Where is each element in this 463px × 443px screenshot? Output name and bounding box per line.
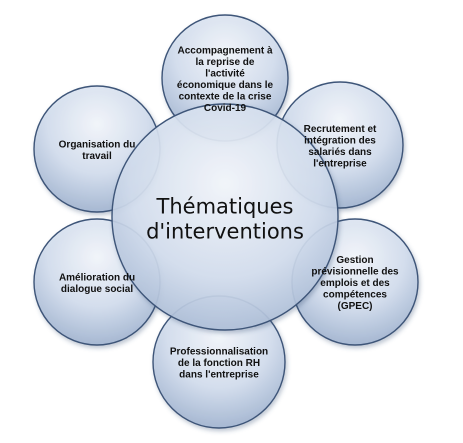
center-bubble	[111, 103, 339, 331]
